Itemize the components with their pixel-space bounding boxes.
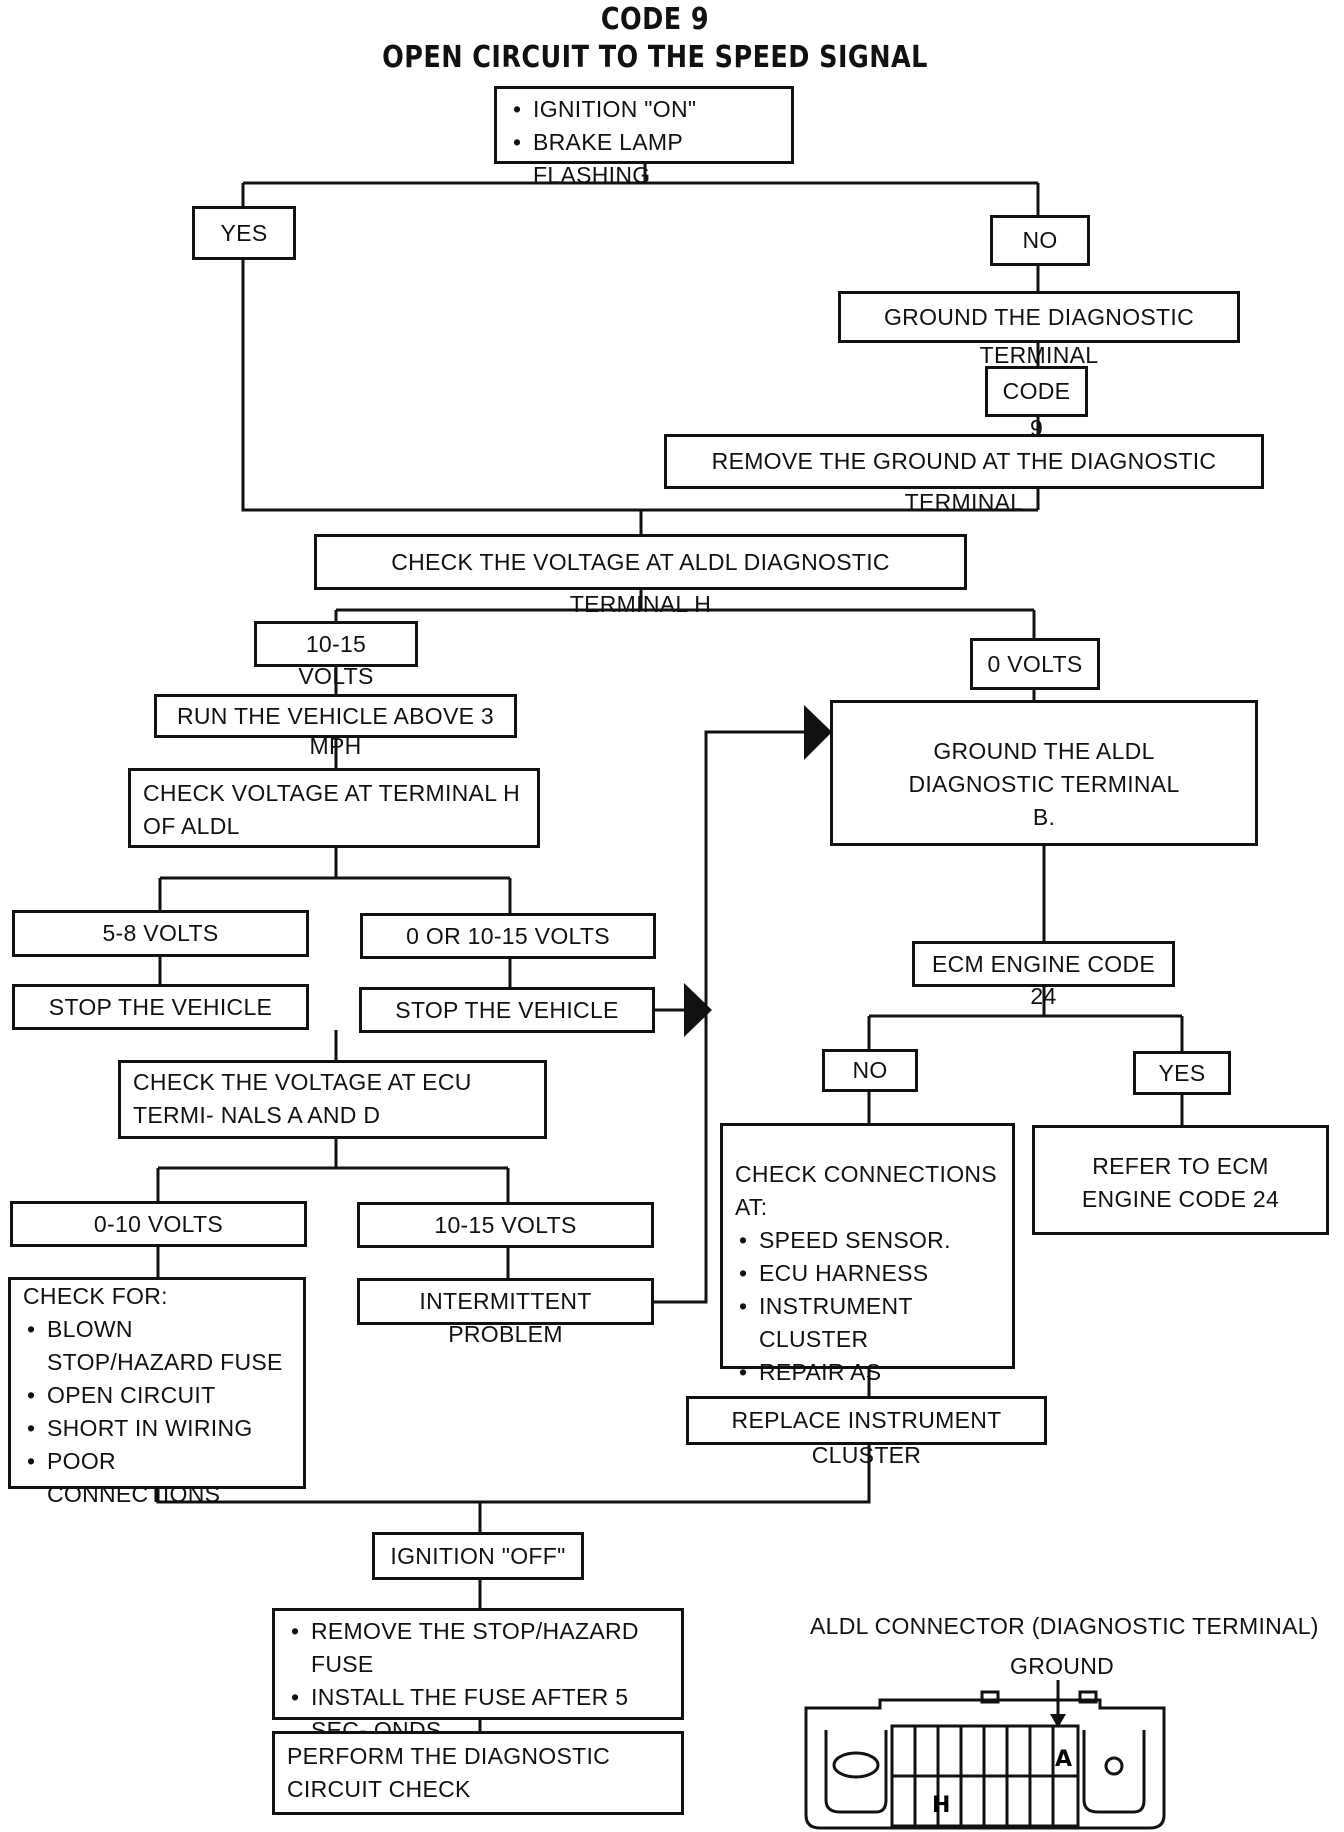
pin-h-label: H [932,1793,950,1818]
check-for-box: CHECK FOR: BLOWN STOP/HAZARD FUSE OPEN C… [8,1277,306,1507]
pin-a-label: A [1055,1747,1072,1772]
ground-aldl-b-box: GROUND THE ALDL DIAGNOSTIC TERMINAL B. [830,700,1258,846]
check-connections-item: SPEED SENSOR. [735,1224,1000,1257]
stop-vehicle-box-right: STOP THE VEHICLE [359,987,655,1033]
run-vehicle-box: RUN THE VEHICLE ABOVE 3 MPH [154,694,517,759]
diagram-title: CODE 9 [600,2,710,37]
check-voltage-h-box: CHECK THE VOLTAGE AT ALDL DIAGNOSTIC TER… [314,534,967,617]
check-connections-item: INSTRUMENT CLUSTER [735,1290,1000,1356]
volts-5-8-box: 5-8 VOLTS [12,910,309,957]
ground-diagnostic-box: GROUND THE DIAGNOSTIC TERMINAL [838,291,1240,368]
volts-0-10-box: 0-10 VOLTS [10,1201,307,1247]
perform-check-box: PERFORM THE DIAGNOSTIC CIRCUIT CHECK [272,1731,684,1815]
yes-box-ecm: YES [1133,1051,1231,1095]
check-connections-heading: CHECK CONNECTIONS AT: [735,1161,997,1220]
stop-vehicle-box-left: STOP THE VEHICLE [12,984,309,1030]
volts-0-box: 0 VOLTS [970,638,1100,690]
ground-label: GROUND [1010,1653,1115,1679]
volts-10-15-box-b: 10-15 VOLTS [357,1202,654,1248]
start-box: IGNITION "ON" BRAKE LAMP FLASHING [494,86,794,188]
start-item: BRAKE LAMP FLASHING [509,126,779,192]
aldl-connector-drawing: A H [804,1680,1166,1830]
check-connections-item: ECU HARNESS [735,1257,1000,1290]
no-box-ecm: NO [822,1049,918,1092]
connector-title: ALDL CONNECTOR (DIAGNOSTIC TERMINAL) [810,1613,1319,1639]
intermittent-problem-box: INTERMITTENT PROBLEM [357,1278,654,1347]
volts-0-or-10-15-box: 0 OR 10-15 VOLTS [360,913,656,959]
check-for-heading: CHECK FOR: [23,1283,168,1309]
check-h-aldl-box: CHECK VOLTAGE AT TERMINAL H OF ALDL [128,768,540,848]
code9-box: CODE 9 [985,366,1088,441]
replace-cluster-box: REPLACE INSTRUMENT CLUSTER [686,1396,1047,1468]
check-ecu-terminals-box: CHECK THE VOLTAGE AT ECU TERMI- NALS A A… [118,1060,547,1139]
check-for-item: POOR CONNECTIONS [23,1445,291,1511]
start-item: IGNITION "ON" [509,93,779,126]
yes-box-top: YES [192,206,296,260]
check-for-item: BLOWN STOP/HAZARD FUSE [23,1313,291,1379]
check-for-item: SHORT IN WIRING [23,1412,291,1445]
ignition-off-box: IGNITION "OFF" [372,1532,584,1580]
remove-fuse-box: REMOVE THE STOP/HAZARD FUSE INSTALL THE … [272,1608,684,1743]
diagram-subtitle: OPEN CIRCUIT TO THE SPEED SIGNAL [382,40,928,75]
ecm-code-24-box: ECM ENGINE CODE 24 [912,941,1175,1009]
remove-ground-box: REMOVE THE GROUND AT THE DIAGNOSTIC TERM… [664,434,1264,515]
refer-ecm-24-box: REFER TO ECM ENGINE CODE 24 [1032,1125,1329,1235]
check-for-item: OPEN CIRCUIT [23,1379,291,1412]
remove-fuse-item: REMOVE THE STOP/HAZARD FUSE [287,1615,669,1681]
check-connections-box: CHECK CONNECTIONS AT: SPEED SENSOR. ECU … [720,1123,1015,1418]
no-box-top: NO [990,215,1090,266]
volts-10-15-box-a: 10-15 VOLTS [254,621,418,689]
